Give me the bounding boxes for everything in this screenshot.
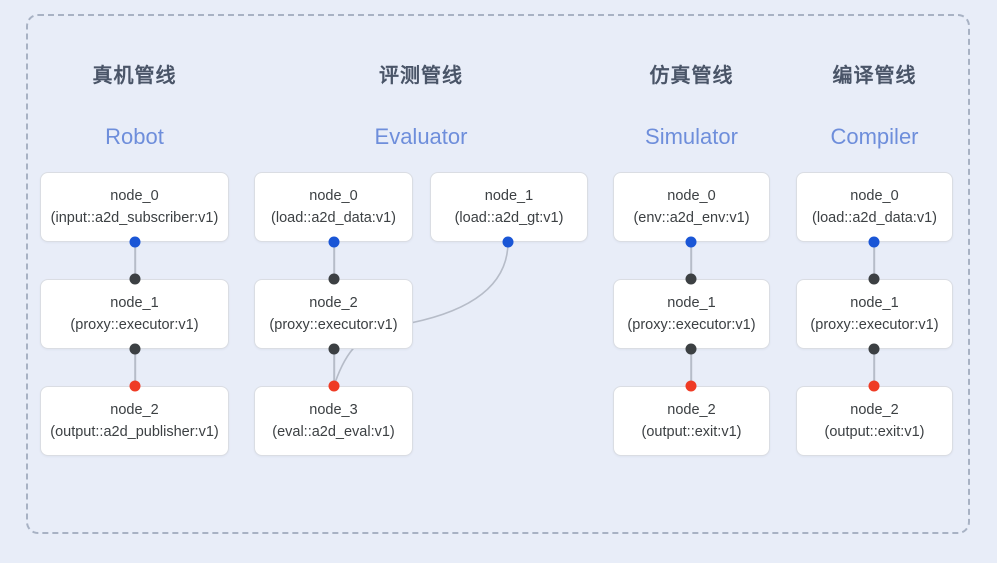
node-spec: (env::a2d_env:v1) [633,210,750,226]
node-name: node_1 [850,295,899,311]
node-evaluator-0[interactable]: node_0 (load::a2d_data:v1) [254,172,413,242]
port-input-compiler-2[interactable] [868,380,880,392]
edge-compiler-1-to-2 [873,349,875,386]
node-simulator-1[interactable]: node_1 (proxy::executor:v1) [613,279,770,349]
node-compiler-2[interactable]: node_2 (output::exit:v1) [796,386,953,456]
column-title-cn-robot: 真机管线 [92,65,177,87]
node-evaluator-1-gt[interactable]: node_1 (load::a2d_gt:v1) [430,172,588,242]
port-input-evaluator-2[interactable] [328,273,340,285]
node-spec: (output::exit:v1) [641,424,742,440]
node-spec: (output::a2d_publisher:v1) [50,424,219,440]
edge-simulator-1-to-2 [690,349,692,386]
node-name: node_2 [309,295,358,311]
node-name: node_0 [667,188,716,204]
node-simulator-2[interactable]: node_2 (output::exit:v1) [613,386,770,456]
node-spec: (eval::a2d_eval:v1) [272,424,395,440]
node-name: node_2 [850,402,899,418]
node-evaluator-2[interactable]: node_2 (proxy::executor:v1) [254,279,413,349]
node-name: node_1 [110,295,159,311]
node-evaluator-3[interactable]: node_3 (eval::a2d_eval:v1) [254,386,413,456]
node-simulator-0[interactable]: node_0 (env::a2d_env:v1) [613,172,770,242]
port-output-simulator-1[interactable] [685,343,697,355]
node-spec: (load::a2d_data:v1) [271,210,396,226]
node-name: node_2 [667,402,716,418]
node-spec: (load::a2d_data:v1) [812,210,937,226]
port-output-simulator-0[interactable] [685,236,697,248]
node-name: node_0 [850,188,899,204]
column-title-en-simulator: Simulator [645,124,738,149]
port-input-evaluator-3[interactable] [328,380,340,392]
node-name: node_2 [110,402,159,418]
node-robot-0[interactable]: node_0 (input::a2d_subscriber:v1) [40,172,229,242]
node-name: node_1 [484,188,534,204]
node-compiler-0[interactable]: node_0 (load::a2d_data:v1) [796,172,953,242]
port-input-robot-2[interactable] [129,380,141,392]
node-spec: (load::a2d_gt:v1) [454,210,564,226]
port-output-evaluator-1-gt[interactable] [502,236,514,248]
port-output-compiler-1[interactable] [868,343,880,355]
node-name: node_3 [309,402,358,418]
edge-compiler-0-to-1 [873,242,875,279]
port-output-evaluator-2[interactable] [328,343,340,355]
column-title-cn-evaluator: 评测管线 [379,65,463,87]
column-title-en-evaluator: Evaluator [374,124,468,149]
column-title-en-compiler: Compiler [830,124,919,149]
node-name: node_0 [309,188,358,204]
port-output-robot-1[interactable] [129,343,141,355]
node-robot-1[interactable]: node_1 (proxy::executor:v1) [40,279,229,349]
edge-robot-0-to-1 [134,242,136,279]
node-spec: (output::exit:v1) [824,424,925,440]
port-input-compiler-1[interactable] [868,273,880,285]
edge-simulator-0-to-1 [690,242,692,279]
node-spec: (proxy::executor:v1) [627,317,756,333]
node-compiler-1[interactable]: node_1 (proxy::executor:v1) [796,279,953,349]
edge-robot-1-to-2 [134,349,136,386]
node-spec: (proxy::executor:v1) [70,317,199,333]
port-input-simulator-1[interactable] [685,273,697,285]
node-spec: (input::a2d_subscriber:v1) [50,210,219,226]
pipeline-group-frame [26,14,970,534]
node-spec: (proxy::executor:v1) [810,317,939,333]
node-name: node_0 [110,188,159,204]
node-robot-2[interactable]: node_2 (output::a2d_publisher:v1) [40,386,229,456]
node-spec: (proxy::executor:v1) [269,317,398,333]
port-output-evaluator-0[interactable] [328,236,340,248]
port-input-simulator-2[interactable] [685,380,697,392]
port-input-robot-1[interactable] [129,273,141,285]
column-title-cn-compiler: 编译管线 [832,65,917,87]
port-output-compiler-0[interactable] [868,236,880,248]
node-name: node_1 [667,295,716,311]
column-title-cn-simulator: 仿真管线 [649,65,734,87]
column-title-en-robot: Robot [105,124,164,149]
port-output-robot-0[interactable] [129,236,141,248]
